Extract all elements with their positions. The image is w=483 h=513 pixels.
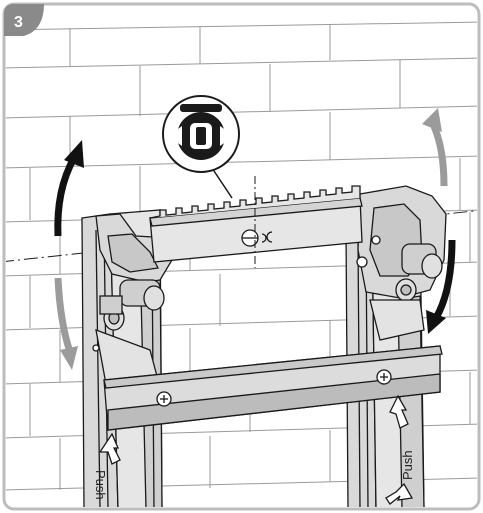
spirit-level-icon bbox=[162, 95, 240, 199]
rotate-arrow-icon bbox=[422, 108, 448, 187]
lower-crossbar bbox=[103, 345, 443, 431]
screw-icon bbox=[156, 391, 172, 407]
step-badge: 3 bbox=[4, 4, 44, 36]
push-arrow-icon bbox=[389, 394, 409, 429]
left-bracket bbox=[92, 213, 173, 385]
step-number: 3 bbox=[14, 14, 23, 31]
rotate-arrow-icon bbox=[54, 140, 84, 237]
rotate-arrow-icon bbox=[54, 277, 78, 370]
push-label-right: Push bbox=[400, 450, 415, 480]
push-arrow-icon bbox=[385, 482, 414, 505]
push-arrow-icon bbox=[98, 432, 121, 465]
top-crossbar bbox=[149, 185, 363, 263]
screw-icon bbox=[376, 369, 392, 385]
push-label-left: Push bbox=[93, 470, 108, 500]
rotate-arrow-icon bbox=[426, 239, 456, 334]
right-bracket bbox=[356, 185, 447, 341]
